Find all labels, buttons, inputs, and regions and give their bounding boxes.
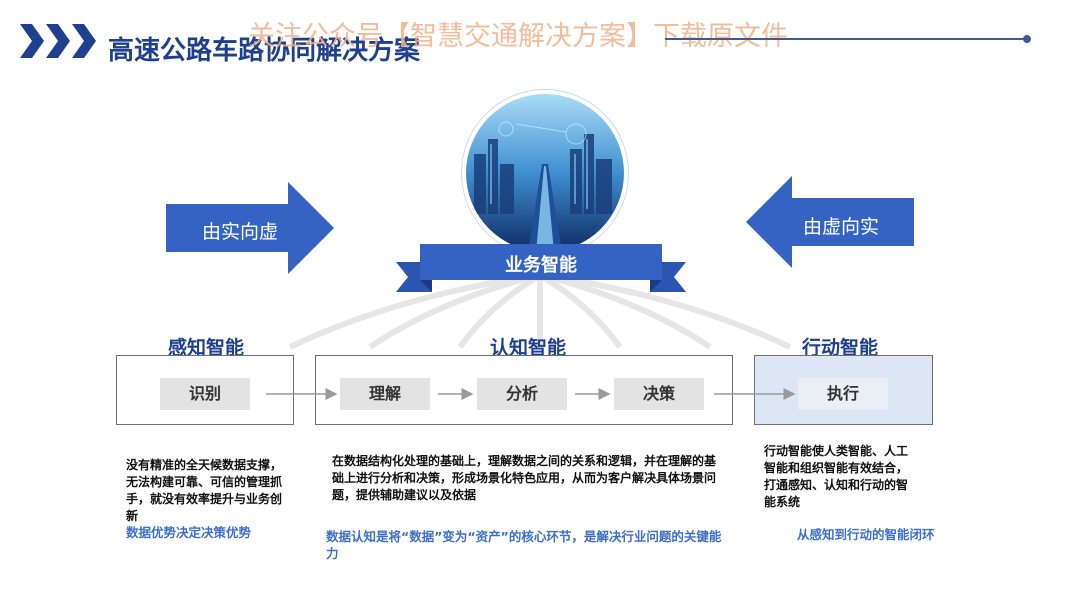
left-arrow-label: 由实向虚 [202,221,279,243]
ribbon-label: 业务智能 [505,255,577,276]
step-understand: 理解 [340,378,430,410]
heading-perception: 感知智能 [168,337,245,359]
city-illustration-icon [466,94,624,252]
step-decide: 决策 [614,378,704,410]
arrow-left-shape [746,176,914,268]
header-divider-dot [1023,35,1031,43]
step-execute: 执行 [798,378,888,410]
cognition-description: 在数据结构化处理的基础上，理解数据之间的关系和逻辑，并在理解的基础上进行分析和决… [332,454,717,502]
arrow-right-shape [166,182,334,274]
fan-decoration [288,272,792,350]
perception-description: 没有精准的全天候数据支撑，无法构建可靠、可信的管理抓手，就没有效率提升与业务创新 [126,458,283,523]
watermark-text: 关注公众号【智慧交通解决方案】下载原文件 [248,21,788,52]
perception-summary: 数据优势决定决策优势 [126,525,252,540]
smart-city-image [462,90,628,256]
cognition-summary: 数据认知是将“数据”变为“资产”的核心环节，是解决行业问题的关键能力 [326,529,722,561]
step-analyze: 分析 [477,378,567,410]
heading-action: 行动智能 [802,337,879,359]
right-arrow-label: 由虚向实 [803,216,880,238]
heading-cognition: 认知智能 [490,337,567,359]
header-chevrons-icon [20,24,96,58]
action-description: 行动智能使人类智能、人工智能和组织智能有效结合，打通感知、认知和行动的智能系统 [764,444,909,509]
step-recognize: 识别 [160,378,250,410]
header-divider [665,38,1027,40]
ribbon-banner [396,244,686,292]
action-summary: 从感知到行动的智能闭环 [797,527,935,542]
page-title: 高速公路车路协同解决方案 [108,36,421,66]
